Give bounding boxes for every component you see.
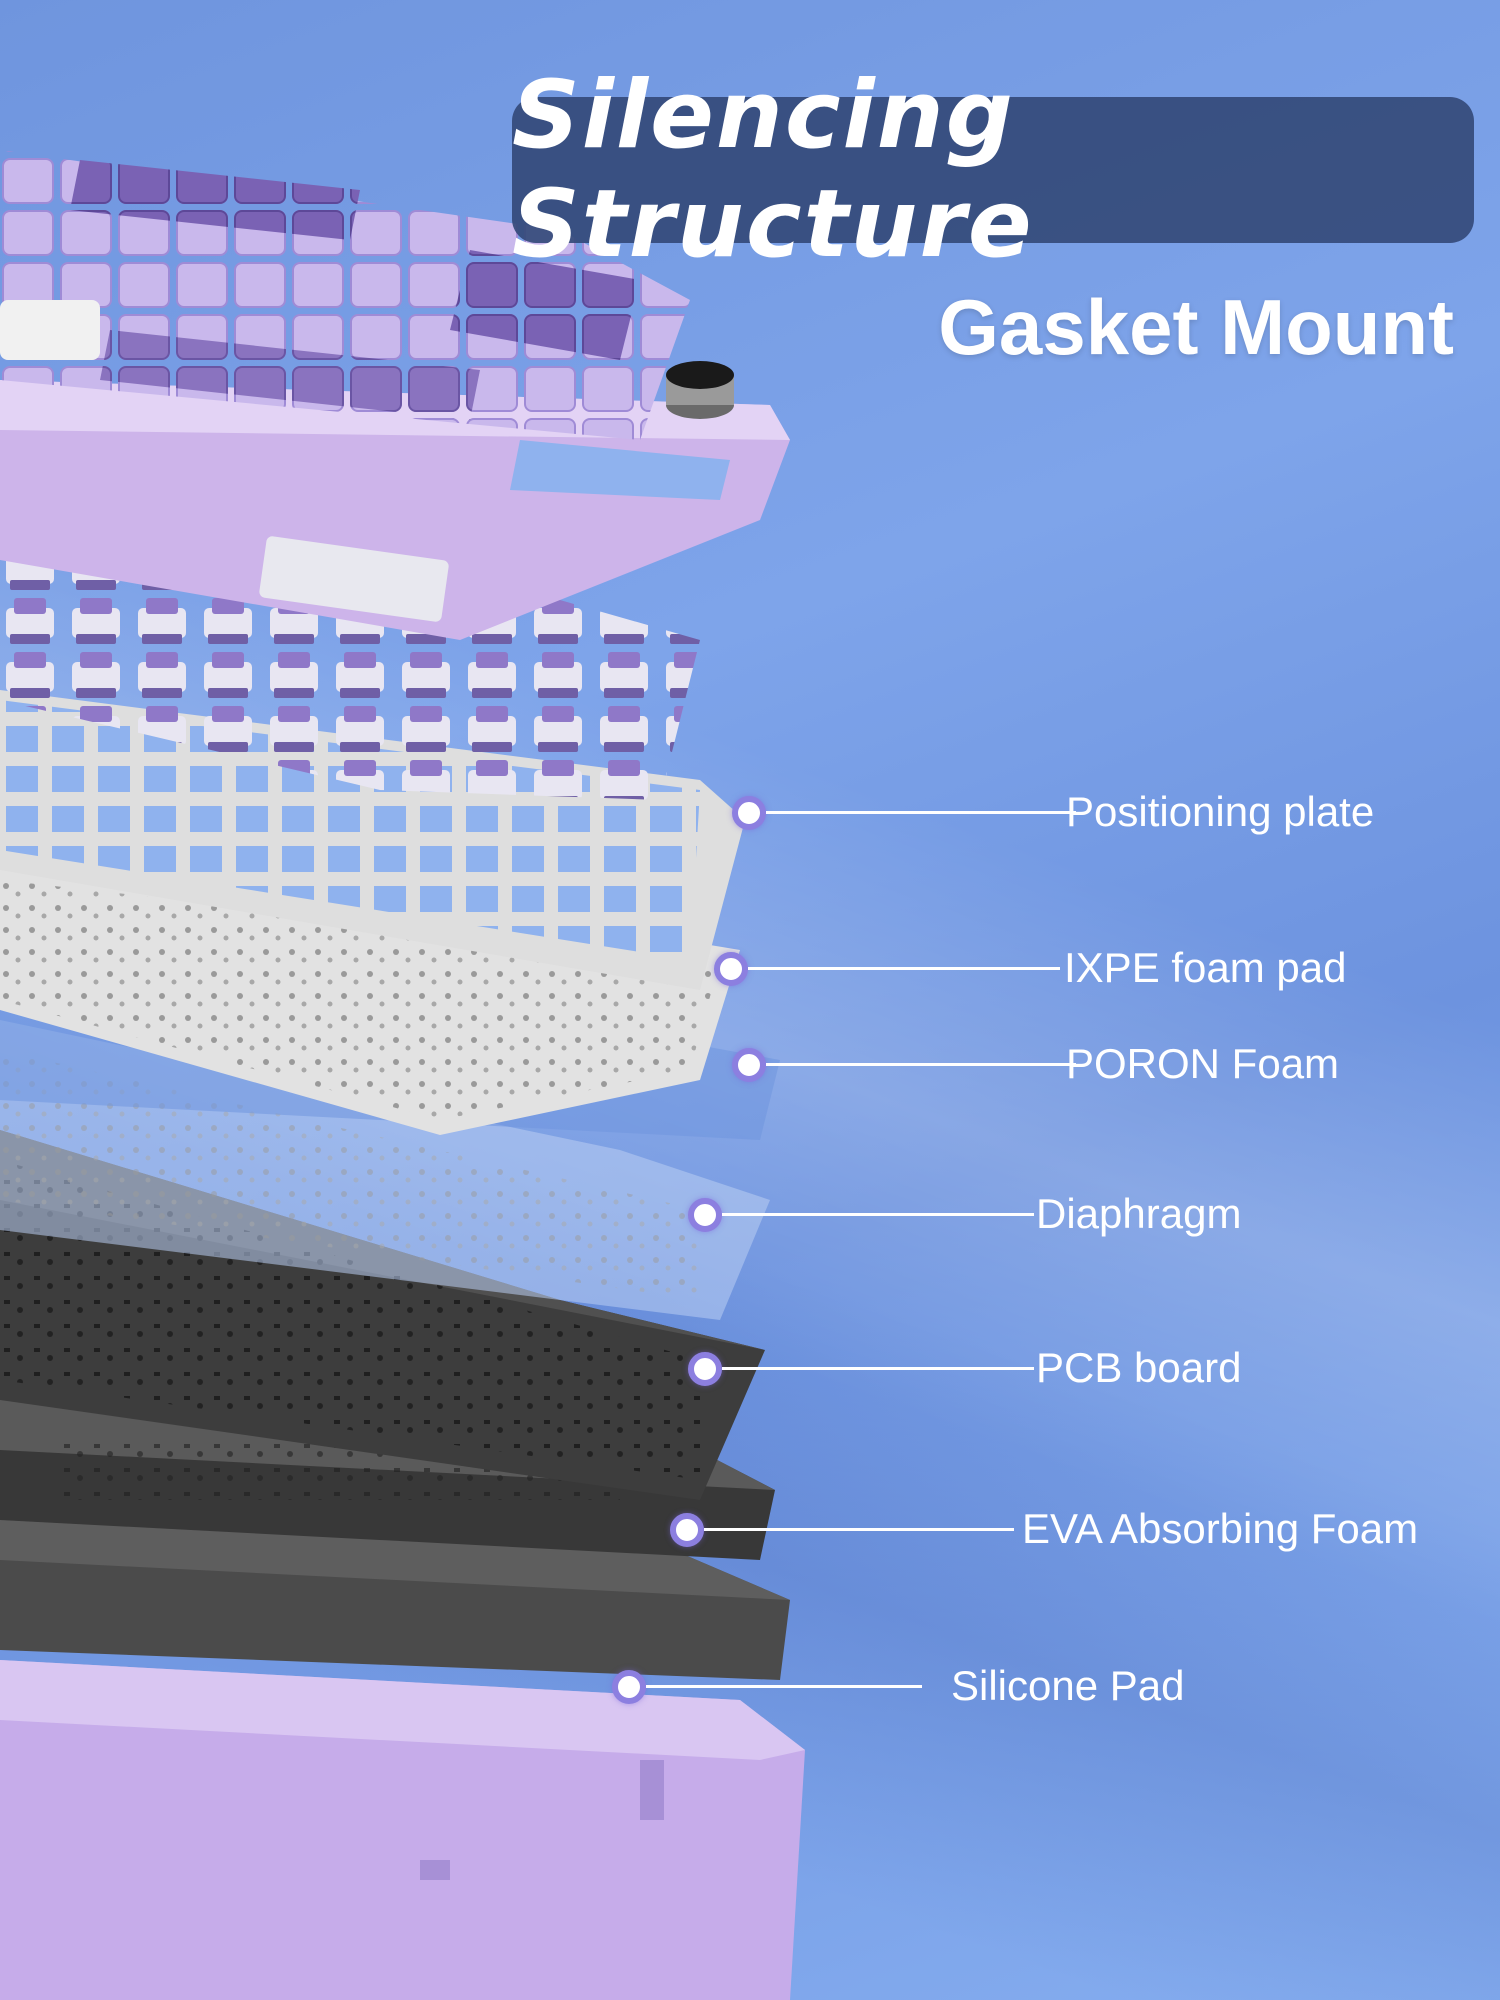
callout-line [766,811,1076,814]
callout-label: Diaphragm [1036,1190,1242,1237]
bottom-case [0,1660,805,2000]
callout-dot [714,952,748,986]
title-banner: Silencing Structure [512,61,1474,279]
callout-line [722,1213,1034,1216]
callout-diaphragm: Diaphragm [688,1192,1308,1236]
callout-label: IXPE foam pad [1064,944,1347,991]
callout-pcb-board: PCB board [688,1346,1308,1390]
callout-silicone-pad: Silicone Pad [612,1664,1312,1708]
callout-label: Silicone Pad [951,1662,1185,1709]
callout-dot [688,1198,722,1232]
callout-eva-absorbing-foam: EVA Absorbing Foam [670,1507,1440,1551]
callout-label: EVA Absorbing Foam [1022,1505,1419,1552]
volume-knob [666,361,734,419]
keycaps-layer [0,150,690,440]
callout-dot [670,1513,704,1547]
callout-dot [612,1670,646,1704]
callout-ixpe-foam-pad: IXPE foam pad [714,946,1374,990]
callout-poron-foam: PORON Foam [732,1042,1352,1086]
callout-line [748,967,1060,970]
callout-line [704,1528,1014,1531]
callout-dot [732,796,766,830]
subtitle: Gasket Mount [938,283,1454,371]
callout-line [766,1063,1076,1066]
callout-label: PCB board [1036,1344,1242,1391]
callout-label: Positioning plate [1066,788,1375,835]
callout-dot [688,1352,722,1386]
title-text: Silencing Structure [512,61,1034,279]
callout-positioning-plate: Positioning plate [732,790,1412,834]
callout-label: PORON Foam [1066,1040,1340,1087]
callout-line [646,1685,922,1688]
callout-dot [732,1048,766,1082]
callout-line [722,1367,1034,1370]
